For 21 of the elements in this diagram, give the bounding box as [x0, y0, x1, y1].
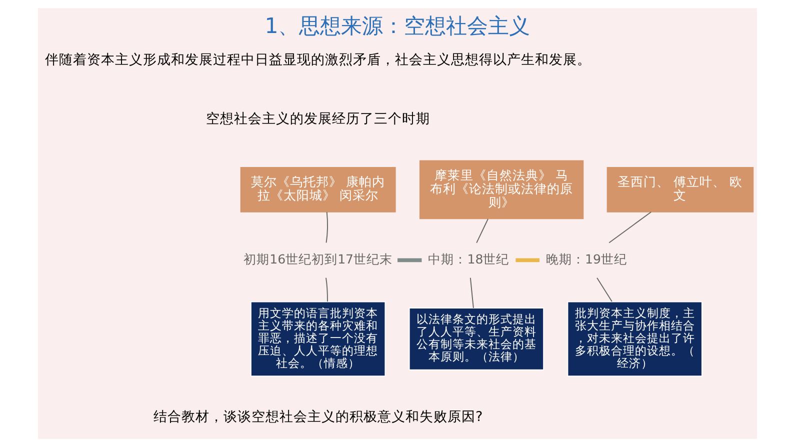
- node-box: 莫尔《乌托邦》 康帕内拉《太阳城》 闵采尔: [240, 167, 396, 212]
- node-box: 圣西门、 傅立叶、 欧文: [606, 167, 754, 212]
- connector: [515, 258, 539, 262]
- connector: [469, 277, 474, 308]
- node-text: 初期16世纪初到17世纪末: [243, 251, 392, 266]
- node-box: 摩莱里《自然法典》 马布利《论法制或法律的原则》: [418, 160, 584, 220]
- node-text: 中期：18世纪: [428, 251, 509, 266]
- connector: [608, 212, 652, 244]
- node-box: 以法律条文的形式提出了人人平等、生产资料公有制等未来社会的基本原则。（法律）: [408, 308, 544, 370]
- node-box: 批判资本主义制度，主张大生产与协作相结合，对未来社会提出了许多积极合理的设想。（经济）: [566, 301, 702, 377]
- node-box: 用文学的语言批判资本主义带来的各种灾难和罪恶，描述了一个没有压迫、人人平等的理想社会。（情感）: [250, 301, 386, 377]
- node-text: 晚期：19世纪: [546, 251, 627, 266]
- connector: [325, 277, 328, 302]
- label: 伴随着资本主义形成和发展过程中日益显现的激烈矛盾，社会主义思想得以产生和发展。: [44, 52, 591, 68]
- diagram-title: 1、思想来源：空想社会主义: [264, 14, 530, 39]
- connector: [397, 258, 422, 262]
- connector: [325, 212, 328, 244]
- label: 空想社会主义的发展经历了三个时期: [206, 110, 430, 127]
- connector: [596, 277, 612, 302]
- connector: [476, 218, 488, 244]
- label: 结合教材，谈谈空想社会主义的积极意义和失败原因?: [152, 409, 482, 426]
